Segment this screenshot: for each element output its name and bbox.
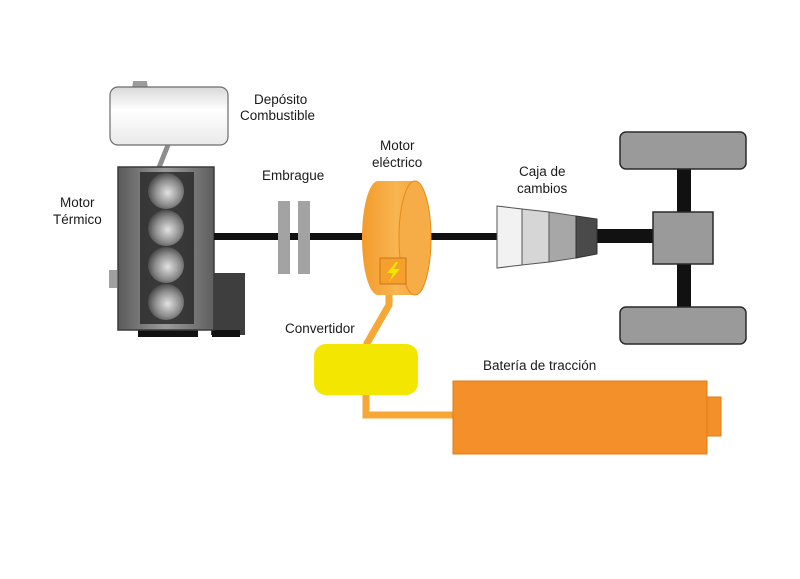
clutch (278, 201, 310, 274)
gear-stage-3 (548, 211, 577, 263)
battery-terminal (706, 396, 722, 437)
cylinder-3 (148, 247, 184, 283)
traction-battery (452, 380, 722, 455)
fuel-line (155, 144, 171, 171)
axle-assembly (619, 131, 747, 345)
clutch-label: Embrague (262, 168, 324, 183)
wheel-top (619, 131, 747, 170)
gear-stage-2 (521, 208, 550, 266)
gearbox-label-1: Caja de (519, 164, 566, 179)
tank-label-1: Depósito (254, 92, 307, 107)
gearbox (496, 205, 598, 269)
clutch-plate-right (298, 201, 310, 274)
combustion-engine (109, 166, 245, 337)
shaft-clutch-motor (310, 233, 372, 240)
engine-side-tab (109, 270, 117, 288)
battery-body (452, 380, 708, 455)
fuel-tank-body (109, 86, 229, 146)
differential (652, 211, 714, 265)
motor-face (398, 180, 432, 296)
cable-converter-battery (362, 395, 455, 419)
clutch-plate-left (278, 201, 290, 274)
battery-label: Batería de tracción (483, 358, 596, 373)
wheel-bottom (619, 306, 747, 345)
axle-lower (677, 264, 691, 308)
emotor-label-1: Motor (380, 138, 415, 153)
shaft-gearbox-differential (592, 229, 654, 243)
shaft-motor-gearbox (428, 233, 498, 240)
axle-upper (677, 168, 691, 213)
shaft-engine-clutch (214, 233, 278, 240)
fuel-tank (109, 81, 229, 171)
tank-label-2: Combustible (240, 108, 315, 123)
emotor-label-2: eléctrico (372, 155, 422, 170)
engine-label-2: Térmico (53, 212, 102, 227)
cylinder-4 (148, 284, 184, 320)
cylinder-1 (148, 173, 184, 209)
gear-stage-4 (575, 215, 598, 259)
engine-side-block (211, 273, 245, 335)
lightning-icon (387, 262, 400, 282)
converter (314, 344, 418, 395)
engine-label-1: Motor (60, 195, 95, 210)
cylinder-2 (148, 210, 184, 246)
cable-motor-converter (362, 295, 393, 347)
gearbox-label-2: cambios (517, 181, 568, 196)
converter-label: Convertidor (285, 321, 355, 336)
engine-base-right (212, 330, 240, 337)
electric-motor (362, 180, 432, 296)
gear-stage-1 (496, 205, 523, 269)
